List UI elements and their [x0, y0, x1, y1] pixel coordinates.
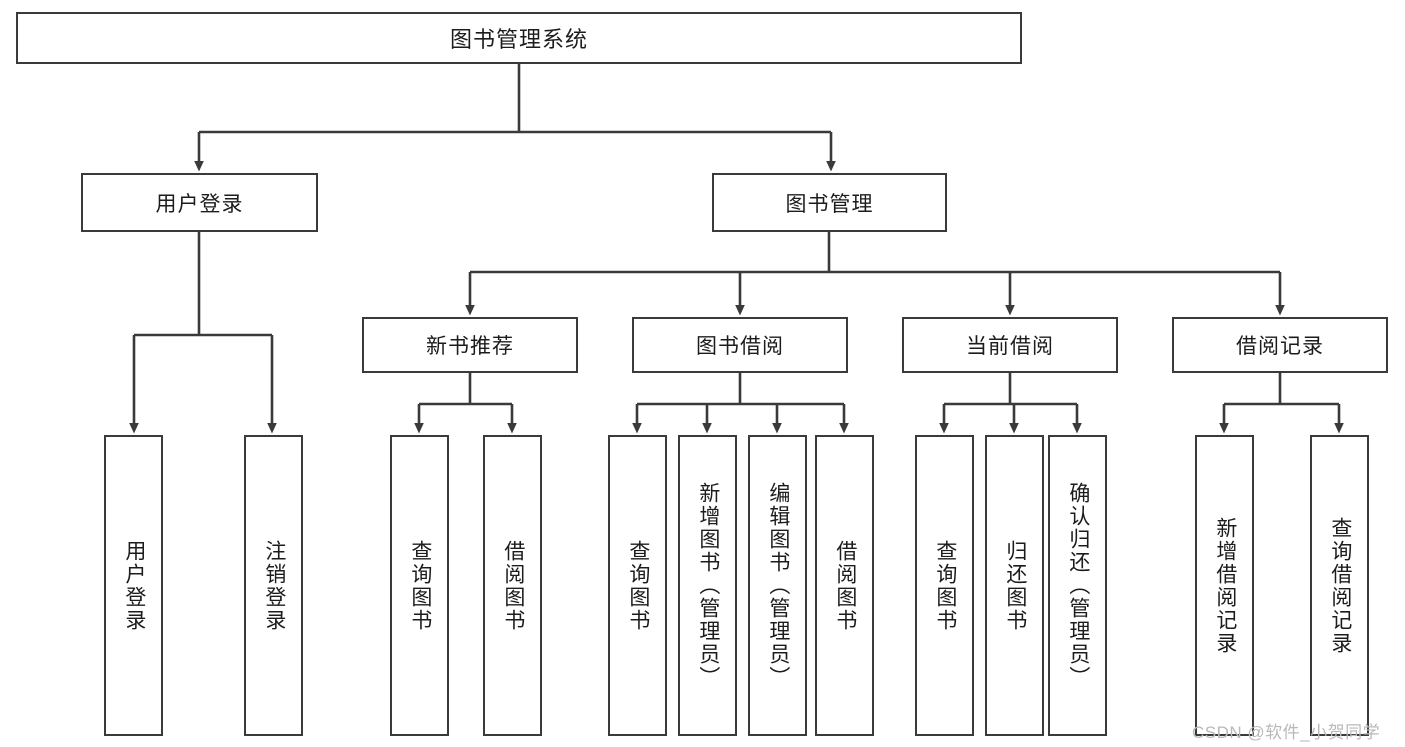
node-book-manage[interactable]: 图书管理: [712, 173, 947, 232]
edge-group-new-book-rec: [414, 373, 517, 434]
node-root-book-management-system[interactable]: 图书管理系统: [16, 12, 1022, 64]
leaf-label: 编辑图书（管理员）: [766, 482, 790, 689]
edge-group-book-borrow: [632, 373, 849, 434]
edge-group-book-manage: [465, 232, 1285, 316]
leaf-label: 确认归还（管理员）: [1066, 482, 1090, 689]
leaf-label: 查询图书: [408, 539, 432, 632]
node-leaf-add-borrow-record[interactable]: 新增借阅记录: [1195, 435, 1254, 736]
node-leaf-return-book[interactable]: 归还图书: [985, 435, 1044, 736]
node-leaf-query-book-borrow[interactable]: 查询图书: [608, 435, 667, 736]
node-leaf-borrow-book[interactable]: 借阅图书: [815, 435, 874, 736]
node-leaf-logout[interactable]: 注销登录: [244, 435, 303, 736]
edge-group-borrow-record: [1219, 373, 1344, 434]
node-borrow-record[interactable]: 借阅记录: [1172, 317, 1388, 373]
csdn-watermark: CSDN @软件_小贺同学: [1192, 723, 1381, 742]
leaf-label: 查询借阅记录: [1328, 516, 1352, 655]
node-leaf-borrow-book-recommend[interactable]: 借阅图书: [483, 435, 542, 736]
leaf-label: 借阅图书: [833, 539, 857, 632]
leaf-label: 用户登录: [122, 539, 146, 632]
node-leaf-add-book-admin[interactable]: 新增图书（管理员）: [678, 435, 737, 736]
node-leaf-edit-book-admin[interactable]: 编辑图书（管理员）: [748, 435, 807, 736]
edge-group-current-borrow: [939, 373, 1082, 434]
node-user-login[interactable]: 用户登录: [81, 173, 318, 232]
node-leaf-confirm-return-admin[interactable]: 确认归还（管理员）: [1048, 435, 1107, 736]
leaf-label: 新增借阅记录: [1213, 516, 1237, 655]
leaf-label: 新增图书（管理员）: [696, 482, 720, 689]
node-current-borrow[interactable]: 当前借阅: [902, 317, 1118, 373]
node-leaf-query-book-recommend[interactable]: 查询图书: [390, 435, 449, 736]
edge-group-root: [194, 64, 836, 172]
edge-group-user-login: [129, 232, 277, 434]
node-book-borrow[interactable]: 图书借阅: [632, 317, 848, 373]
leaf-label: 查询图书: [626, 539, 650, 632]
node-leaf-query-book-current[interactable]: 查询图书: [915, 435, 974, 736]
leaf-label: 借阅图书: [501, 539, 525, 632]
node-leaf-query-borrow-record[interactable]: 查询借阅记录: [1310, 435, 1369, 736]
node-leaf-user-login[interactable]: 用户登录: [104, 435, 163, 736]
node-new-book-recommend[interactable]: 新书推荐: [362, 317, 578, 373]
leaf-label: 查询图书: [933, 539, 957, 632]
leaf-label: 注销登录: [262, 539, 286, 632]
leaf-label: 归还图书: [1003, 539, 1027, 632]
